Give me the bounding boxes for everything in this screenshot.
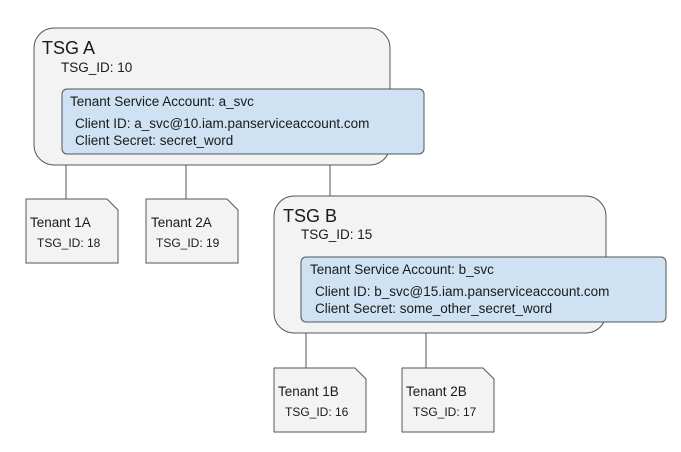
tsg-a-id: TSG_ID: 10	[61, 60, 133, 75]
tenant-2a-title: Tenant 2A	[151, 215, 212, 230]
tsg-a-account-title: Tenant Service Account: a_svc	[70, 94, 254, 109]
tenant-1b-box	[273, 367, 367, 433]
tsg-b-account-box	[300, 256, 667, 323]
tenant-1b-id: TSG_ID: 16	[285, 405, 349, 419]
tsg-b-id: TSG_ID: 15	[301, 227, 373, 242]
tenant-2b-box	[401, 367, 495, 433]
tsg-a-client-id: Client ID: a_svc@10.iam.panserviceaccoun…	[75, 116, 370, 131]
tsg-b-title: TSG B	[283, 206, 338, 226]
tsg-b-account-title: Tenant Service Account: b_svc	[310, 262, 494, 277]
tsg-b-client-secret: Client Secret: some_other_secret_word	[315, 301, 553, 316]
tenant-2b-title: Tenant 2B	[406, 384, 467, 399]
tenant-1a-title: Tenant 1A	[30, 215, 91, 230]
tsg-a-client-secret: Client Secret: secret_word	[75, 133, 234, 148]
tenant-1b-title: Tenant 1B	[278, 384, 339, 399]
tenant-2a-box	[145, 198, 239, 264]
tenant-2a-id: TSG_ID: 19	[156, 236, 220, 250]
tsg-a-account-box	[61, 88, 425, 155]
tenant-1a-id: TSG_ID: 18	[37, 236, 101, 250]
tsg-a-title: TSG A	[42, 38, 96, 58]
tenant-2b-id: TSG_ID: 17	[413, 405, 477, 419]
tenant-1a-box	[25, 198, 119, 264]
tsg-b-client-id: Client ID: b_svc@15.iam.panserviceaccoun…	[315, 284, 610, 299]
